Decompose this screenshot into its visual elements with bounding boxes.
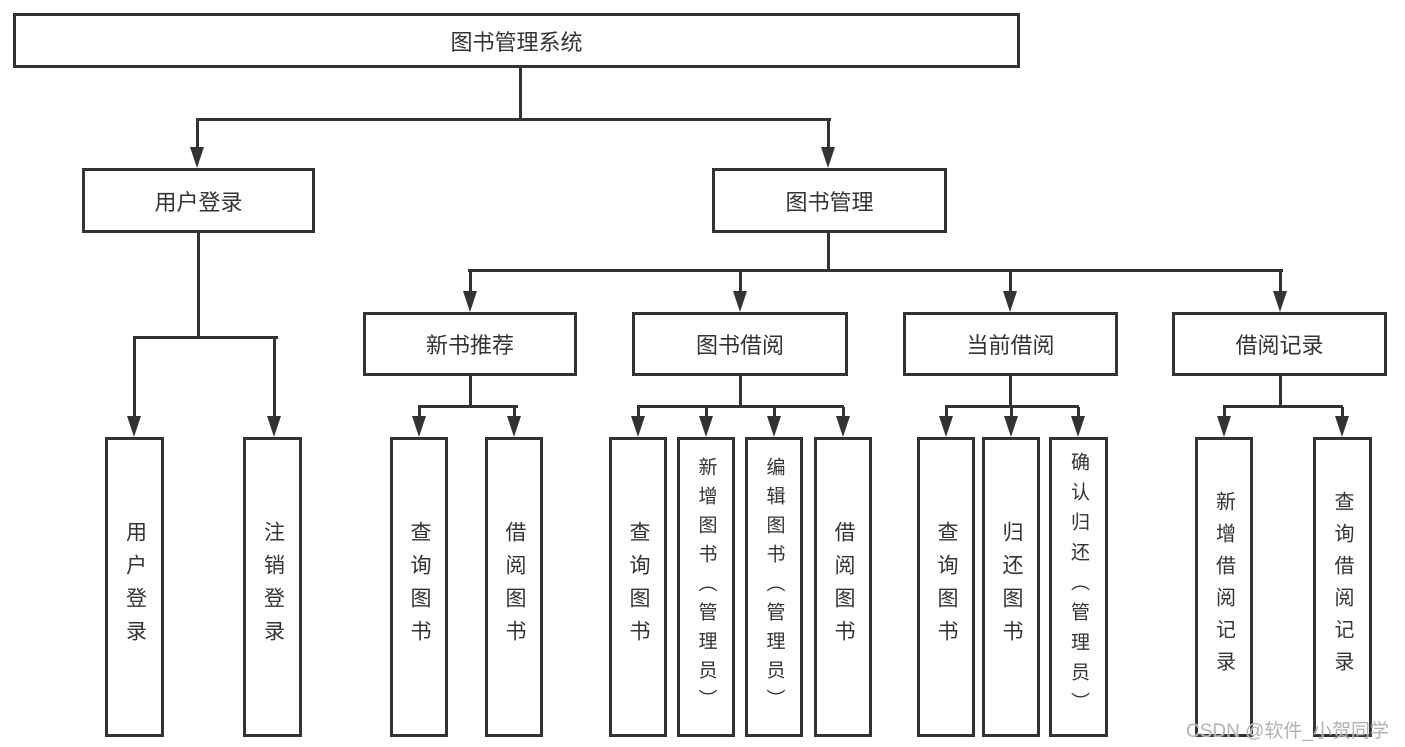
node-book-borrow: 图书借阅 <box>632 312 848 376</box>
arrow-down-icon <box>463 291 477 312</box>
connector-line <box>418 407 421 418</box>
leaf-borrow-books-borrow-label: 借阅图书 <box>832 521 855 653</box>
connector-line <box>827 120 830 150</box>
arrow-down-icon <box>939 416 953 437</box>
leaf-add-borrow-record: 新增借阅记录 <box>1195 437 1253 737</box>
leaf-return-book-label: 归还图书 <box>1000 521 1023 653</box>
leaf-query-books-recommend-label: 查询图书 <box>408 521 431 653</box>
connector-line <box>739 374 742 408</box>
node-book-borrow-label: 图书借阅 <box>695 333 784 358</box>
arrow-down-icon <box>1273 291 1287 312</box>
node-current-borrow: 当前借阅 <box>903 312 1118 376</box>
connector-line <box>705 407 708 418</box>
connector-line <box>773 407 776 418</box>
leaf-query-borrow-record: 查询借阅记录 <box>1313 437 1372 737</box>
leaf-add-book-admin-label: 新增图书（管理员） <box>695 456 717 718</box>
arrow-down-icon <box>733 291 747 312</box>
connector-line <box>827 231 830 272</box>
leaf-edit-book-admin: 编辑图书（管理员） <box>745 437 803 737</box>
connector-line <box>196 118 831 121</box>
connector-line <box>469 374 472 408</box>
arrow-down-icon <box>699 416 713 437</box>
node-root: 图书管理系统 <box>13 13 1020 68</box>
node-borrow-records: 借阅记录 <box>1172 312 1387 376</box>
arrow-down-icon <box>507 416 521 437</box>
connector-line <box>1279 271 1282 293</box>
leaf-user-login: 用户登录 <box>105 437 164 737</box>
node-borrow-records-label: 借阅记录 <box>1235 333 1324 358</box>
leaf-borrow-books-recommend: 借阅图书 <box>485 437 543 737</box>
node-current-borrow-label: 当前借阅 <box>966 333 1055 358</box>
connector-line <box>1223 405 1343 408</box>
connector-line <box>1341 407 1344 418</box>
arrow-down-icon <box>767 416 781 437</box>
connector-line <box>196 120 199 150</box>
node-book-management-label: 图书管理 <box>785 189 874 215</box>
connector-line <box>1010 407 1013 418</box>
leaf-user-login-label: 用户登录 <box>123 521 147 653</box>
leaf-borrow-books-borrow: 借阅图书 <box>814 437 872 737</box>
connector-line <box>945 405 1079 408</box>
arrow-down-icon <box>836 416 850 437</box>
connector-line <box>1223 407 1226 418</box>
node-root-label: 图书管理系统 <box>450 29 583 55</box>
connector-line <box>133 338 136 418</box>
node-book-management: 图书管理 <box>712 168 947 233</box>
arrow-down-icon <box>1071 416 1085 437</box>
leaf-query-books-borrow-label: 查询图书 <box>627 521 650 653</box>
connector-line <box>197 231 200 339</box>
arrow-down-icon <box>1004 416 1018 437</box>
connector-line <box>1009 374 1012 408</box>
leaf-query-books-borrow: 查询图书 <box>609 437 667 737</box>
arrow-down-icon <box>821 147 835 168</box>
leaf-logout: 注销登录 <box>243 437 302 737</box>
leaf-logout-label: 注销登录 <box>261 521 285 653</box>
leaf-query-books-recommend: 查询图书 <box>390 437 448 737</box>
node-new-book-recommend: 新书推荐 <box>363 312 577 376</box>
arrow-down-icon <box>412 416 426 437</box>
leaf-query-borrow-record-label: 查询借阅记录 <box>1331 491 1353 683</box>
leaf-confirm-return-admin: 确认归还（管理员） <box>1049 437 1108 737</box>
connector-line <box>637 407 640 418</box>
leaf-return-book: 归还图书 <box>982 437 1040 737</box>
leaf-borrow-books-recommend-label: 借阅图书 <box>503 521 526 653</box>
arrow-down-icon <box>1217 416 1231 437</box>
arrow-down-icon <box>190 147 204 168</box>
connector-line <box>273 338 276 418</box>
node-new-book-recommend-label: 新书推荐 <box>425 333 514 358</box>
leaf-query-books-current-label: 查询图书 <box>935 521 958 653</box>
leaf-confirm-return-admin-label: 确认归还（管理员） <box>1068 452 1089 722</box>
connector-line <box>418 405 518 408</box>
csdn-watermark: CSDN @软件_小贺同学 <box>1186 721 1389 742</box>
leaf-query-books-current: 查询图书 <box>917 437 975 737</box>
arrow-down-icon <box>267 416 281 437</box>
connector-line <box>519 66 522 120</box>
leaf-edit-book-admin-label: 编辑图书（管理员） <box>763 456 785 718</box>
arrow-down-icon <box>127 416 141 437</box>
connector-line <box>468 269 1283 272</box>
leaf-add-borrow-record-label: 新增借阅记录 <box>1212 491 1235 683</box>
connector-line <box>1077 407 1080 418</box>
connector-line <box>1009 271 1012 293</box>
leaf-add-book-admin: 新增图书（管理员） <box>677 437 735 737</box>
connector-line <box>637 405 844 408</box>
connector-line <box>739 271 742 293</box>
connector-line <box>1279 374 1282 408</box>
arrow-down-icon <box>631 416 645 437</box>
node-user-login: 用户登录 <box>82 168 315 233</box>
node-user-login-label: 用户登录 <box>154 189 243 215</box>
connector-line <box>945 407 948 418</box>
connector-line <box>842 407 845 418</box>
connector-line <box>133 336 278 339</box>
connector-line <box>469 271 472 293</box>
arrow-down-icon <box>1335 416 1349 437</box>
arrow-down-icon <box>1003 291 1017 312</box>
connector-line <box>513 407 516 418</box>
